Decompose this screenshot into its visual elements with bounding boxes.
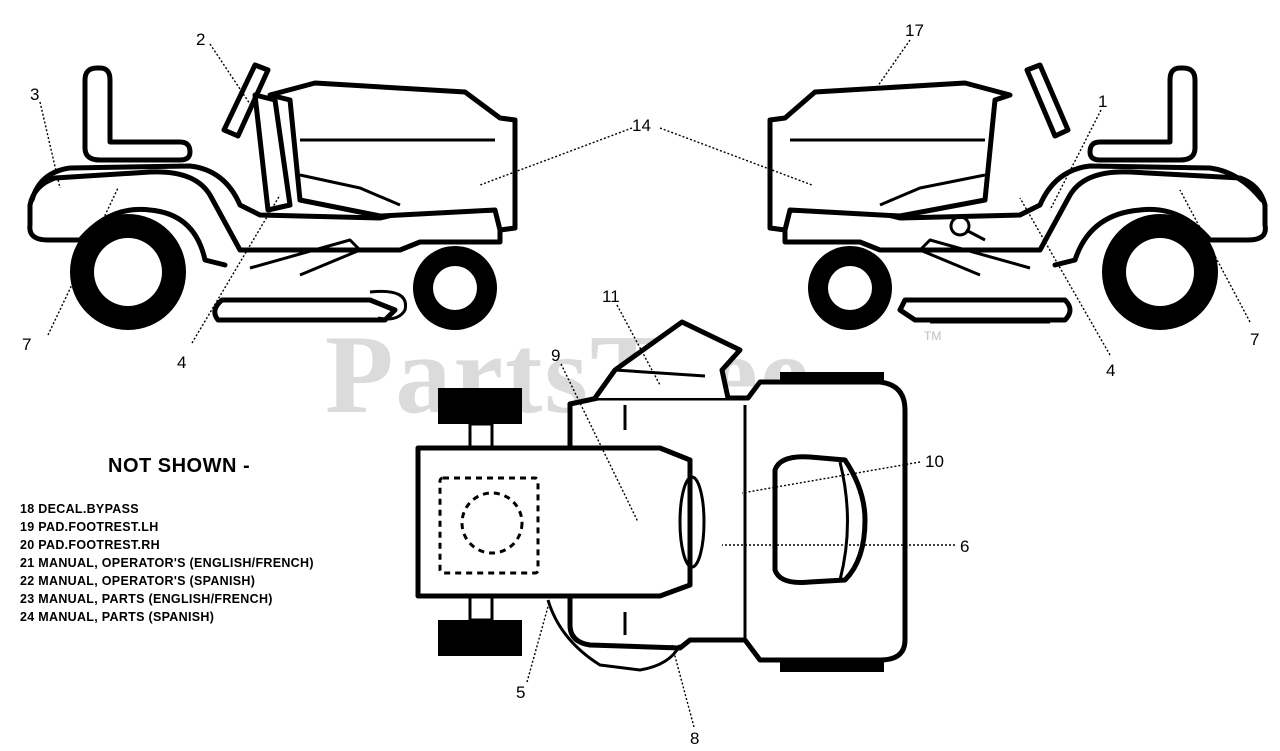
not-shown-list: NOT SHOWN - 18 DECAL.BYPASS 19 PAD.FOOTR… — [20, 455, 420, 626]
callout-3: 3 — [30, 85, 39, 104]
callout-numbers: 2 3 7 4 14 17 1 4 7 11 9 10 6 5 8 — [22, 21, 1259, 748]
callout-2: 2 — [196, 30, 205, 49]
callout-9: 9 — [551, 346, 560, 365]
list-item: 19 PAD.FOOTREST.LH — [20, 520, 159, 534]
callout-17: 17 — [905, 21, 924, 40]
tractor-top-view — [415, 319, 908, 672]
callout-5: 5 — [516, 683, 525, 702]
tractor-left-side-view — [27, 62, 518, 330]
callout-8: 8 — [690, 729, 699, 748]
callout-11: 11 — [602, 287, 620, 306]
list-item: 24 MANUAL, PARTS (SPANISH) — [20, 610, 215, 624]
not-shown-items: 18 DECAL.BYPASS 19 PAD.FOOTREST.LH 20 PA… — [20, 500, 420, 626]
list-item: 21 MANUAL, OPERATOR'S (ENGLISH/FRENCH) — [20, 556, 314, 570]
callout-4-right: 4 — [1106, 361, 1115, 380]
callout-7-right: 7 — [1250, 330, 1259, 349]
leader-lines — [39, 39, 1251, 728]
callout-7-left: 7 — [22, 335, 31, 354]
list-item: 22 MANUAL, OPERATOR'S (SPANISH) — [20, 574, 256, 588]
list-item: 23 MANUAL, PARTS (ENGLISH/FRENCH) — [20, 592, 273, 606]
callout-10: 10 — [925, 452, 944, 471]
not-shown-title: NOT SHOWN - — [108, 455, 251, 477]
callout-1: 1 — [1098, 92, 1107, 111]
callout-14: 14 — [632, 116, 651, 135]
list-item: 20 PAD.FOOTREST.RH — [20, 538, 160, 552]
callout-6: 6 — [960, 537, 969, 556]
tractor-right-side-view — [767, 62, 1268, 330]
watermark-trademark: TM — [924, 329, 941, 343]
callout-4-left: 4 — [177, 353, 186, 372]
list-item: 18 DECAL.BYPASS — [20, 502, 139, 516]
